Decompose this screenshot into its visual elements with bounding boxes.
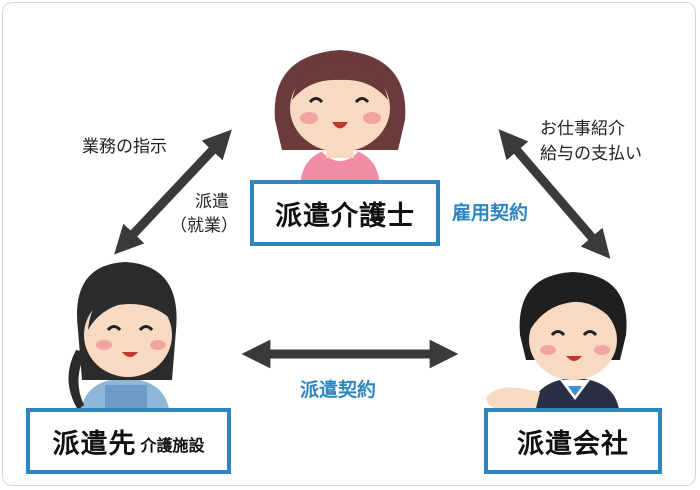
agency-node: 派遣会社 [484,408,662,474]
caregiver-illustration [274,50,406,190]
employment-double-arrow [498,129,611,259]
agency-label: 派遣会社 [517,428,629,460]
dispatch-contract-label: 派遣契約 [300,379,377,401]
caregiver-label: 派遣介護士 [275,200,415,232]
caregiver-node: 派遣介護士 [250,180,440,246]
dispatch-label-line1: 派遣 [195,192,229,212]
agency-duty-line2: 給与の支払い [540,144,642,164]
dispatch-label-line2: （就業） [170,216,238,236]
instruction-double-arrow [114,129,232,255]
employment-label: 雇用契約 [452,202,529,224]
agency-staff-illustration [486,272,627,420]
client-node: 派遣先 介護施設 [26,408,231,474]
client-staff-illustration [68,262,177,420]
client-sublabel: 介護施設 [140,436,205,455]
client-label: 派遣先 [52,428,137,460]
instruction-label: 業務の指示 [82,137,167,157]
agency-duty-line1: お仕事紹介 [540,119,625,139]
